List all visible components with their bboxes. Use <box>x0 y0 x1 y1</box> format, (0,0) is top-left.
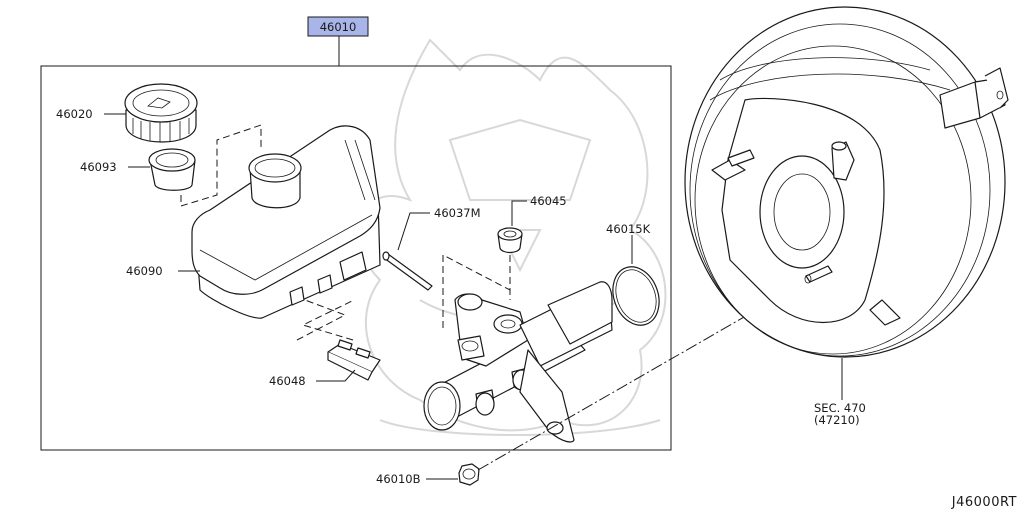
reservoir-strainer[interactable] <box>148 148 196 191</box>
label-nut: 46010B <box>376 472 421 486</box>
assembly-frame <box>40 65 672 451</box>
master-cylinder[interactable] <box>423 281 613 443</box>
svg-text:46010: 46010 <box>320 20 357 34</box>
label-cap: 46020 <box>56 107 93 121</box>
label-strainer: 46093 <box>80 160 117 174</box>
brake-booster[interactable] <box>684 6 1009 358</box>
label-o-ring: 46015K <box>606 222 651 236</box>
mounting-nut[interactable] <box>458 463 480 486</box>
figure-reference: J46000RT <box>951 495 1017 510</box>
o-ring[interactable] <box>605 260 667 331</box>
label-booster-part: (47210) <box>814 413 860 427</box>
label-seal: 46048 <box>269 374 306 388</box>
reservoir-grommet[interactable] <box>497 227 523 254</box>
reservoir-cap[interactable] <box>124 83 198 143</box>
assembly-label[interactable]: 46010 <box>307 16 369 37</box>
label-grommet: 46045 <box>530 194 567 208</box>
brake-fluid-reservoir[interactable] <box>191 125 381 319</box>
label-pin: 46037M <box>434 206 481 220</box>
reservoir-pin[interactable] <box>382 251 433 291</box>
reservoir-seal[interactable] <box>327 339 381 381</box>
label-reservoir: 46090 <box>126 264 163 278</box>
label-booster-section: SEC. 470 <box>814 401 866 415</box>
